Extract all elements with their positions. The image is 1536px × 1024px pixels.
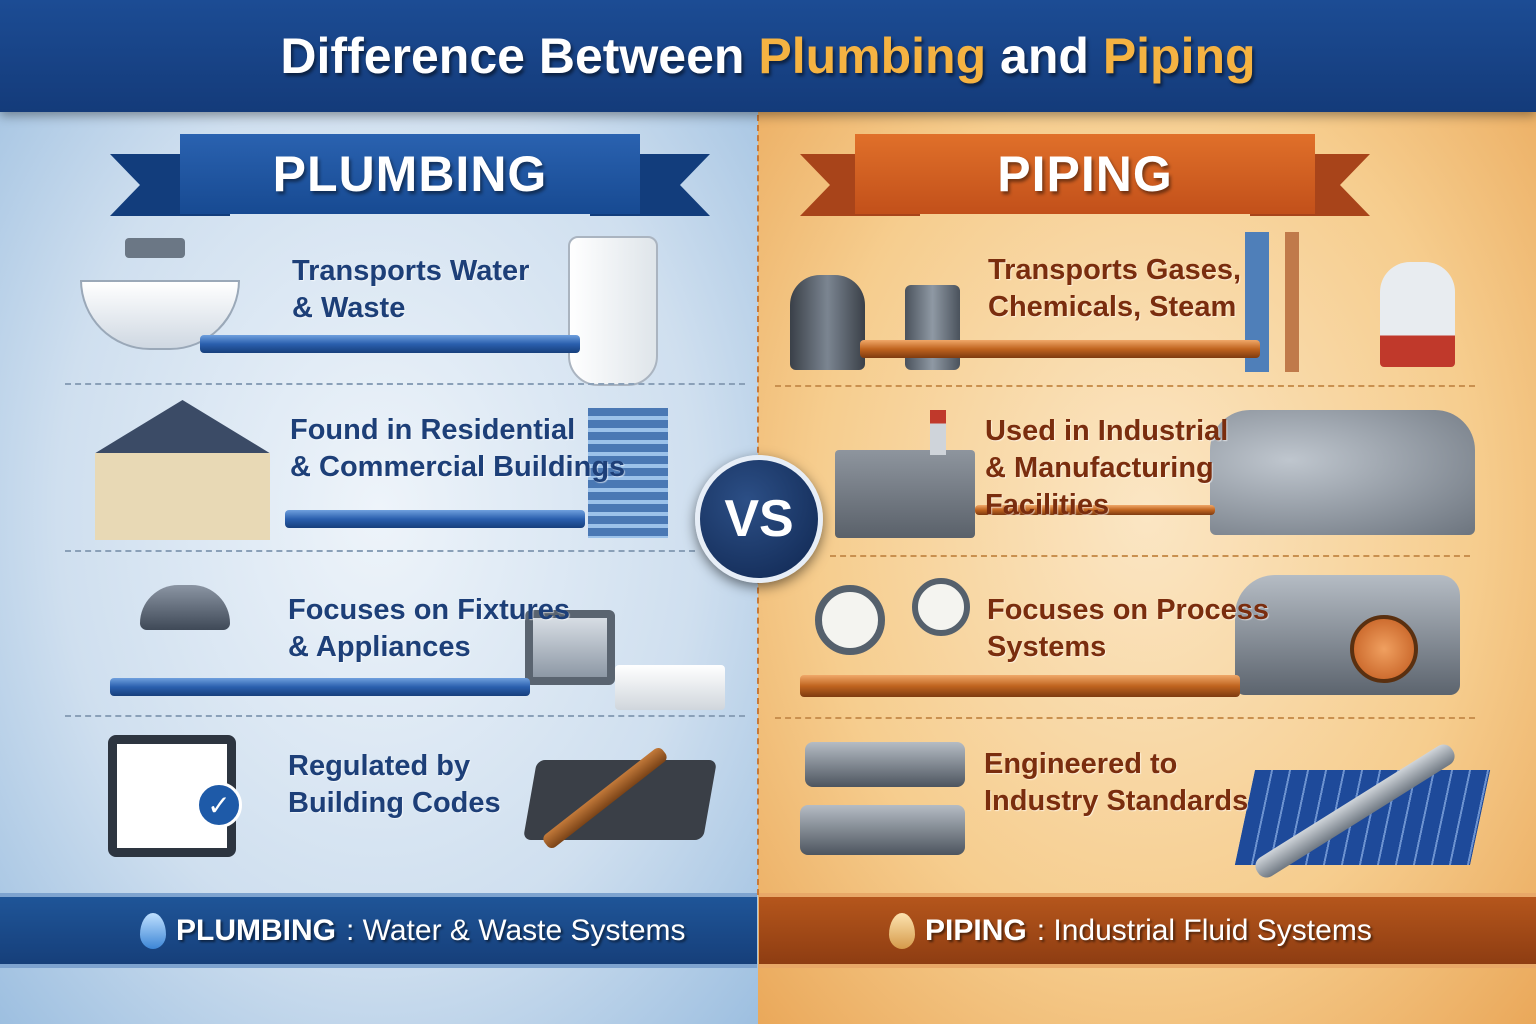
text-line: Found in Residential (290, 414, 576, 446)
faucet-icon (125, 238, 185, 258)
footer-label: PLUMBING (176, 913, 336, 947)
piping-heading: PIPING (855, 134, 1315, 214)
silo-cluster-icon (1210, 410, 1475, 535)
office-building-icon (588, 408, 668, 538)
title-accent-plumbing: Plumbing (758, 28, 987, 84)
factory-icon (835, 450, 975, 538)
text-line: Transports Water (292, 255, 530, 287)
title-text: Difference Between (280, 28, 759, 84)
text-line: & Commercial Buildings (290, 451, 626, 483)
text-line: Focuses on Fixtures (288, 594, 571, 626)
text-line: Used in Industrial (985, 415, 1229, 447)
water-pipe (200, 335, 580, 353)
water-drop-icon (140, 912, 166, 949)
plumbing-row-4-text: Regulated by Building Codes (288, 748, 501, 822)
text-line: Building Codes (288, 787, 501, 819)
piping-row-4-text: Engineered to Industry Standards (984, 746, 1248, 820)
text-line: Engineered to (984, 748, 1178, 780)
water-pipe (110, 678, 530, 696)
plumbing-row-3-text: Focuses on Fixtures & Appliances (288, 592, 570, 666)
piping-footer: PIPING : Industrial Fluid Systems (759, 893, 1536, 968)
piping-banner: PIPING (800, 132, 1370, 216)
title-accent-piping: Piping (1102, 28, 1256, 84)
toilet-icon (568, 236, 658, 386)
text-line: Systems (987, 631, 1107, 663)
plumbing-heading: PLUMBING (180, 134, 640, 214)
row-separator (775, 717, 1475, 719)
kitchen-faucet-icon (615, 665, 725, 710)
storage-tank-icon (1380, 262, 1455, 367)
text-line: Industry Standards (984, 785, 1249, 817)
title-text: and (986, 28, 1103, 84)
impeller-icon (1350, 615, 1418, 683)
row-separator (65, 550, 695, 552)
footer-label: PIPING (925, 913, 1027, 947)
pipe-elbow-icon (800, 805, 965, 855)
plumbing-banner: PLUMBING (110, 132, 710, 216)
text-line: & Manufacturing (985, 452, 1214, 484)
title-bar: Difference Between Plumbing and Piping (0, 0, 1536, 112)
plumbing-row-1-text: Transports Water & Waste (292, 253, 529, 327)
process-pipe (800, 675, 1240, 697)
footer-desc: : Water & Waste Systems (346, 913, 686, 947)
text-line: & Appliances (288, 631, 471, 663)
text-line: Focuses on Process (987, 594, 1270, 626)
plumbing-footer: PLUMBING : Water & Waste Systems (0, 893, 757, 968)
text-line: Chemicals, Steam (988, 291, 1237, 323)
page-title: Difference Between Plumbing and Piping (280, 27, 1255, 85)
oil-drop-icon (889, 912, 915, 949)
vs-badge: VS (695, 455, 823, 583)
industrial-tank-icon (790, 275, 865, 370)
pressure-gauge-icon (912, 578, 970, 636)
pipe-fittings-icon (805, 742, 965, 787)
row-separator (65, 383, 745, 385)
row-separator (65, 715, 745, 717)
text-line: Facilities (985, 489, 1110, 521)
text-line: & Waste (292, 292, 406, 324)
plumbing-row-2-text: Found in Residential & Commercial Buildin… (290, 412, 625, 486)
water-pipe (285, 510, 585, 528)
industrial-pump-icon (1235, 575, 1460, 695)
row-separator (830, 555, 1470, 557)
text-line: Transports Gases, (988, 254, 1242, 286)
appliance-icon (525, 610, 615, 685)
footer-desc: : Industrial Fluid Systems (1036, 913, 1372, 947)
chimney-icon (930, 410, 946, 455)
process-pipe (975, 505, 1215, 515)
piping-row-1-text: Transports Gases, Chemicals, Steam (988, 252, 1241, 326)
row-separator (775, 385, 1475, 387)
checkmark-icon: ✓ (196, 782, 242, 828)
shower-head-icon (140, 585, 230, 630)
text-line: Regulated by (288, 750, 471, 782)
process-pipe (860, 340, 1260, 358)
pressure-gauge-icon (815, 585, 885, 655)
